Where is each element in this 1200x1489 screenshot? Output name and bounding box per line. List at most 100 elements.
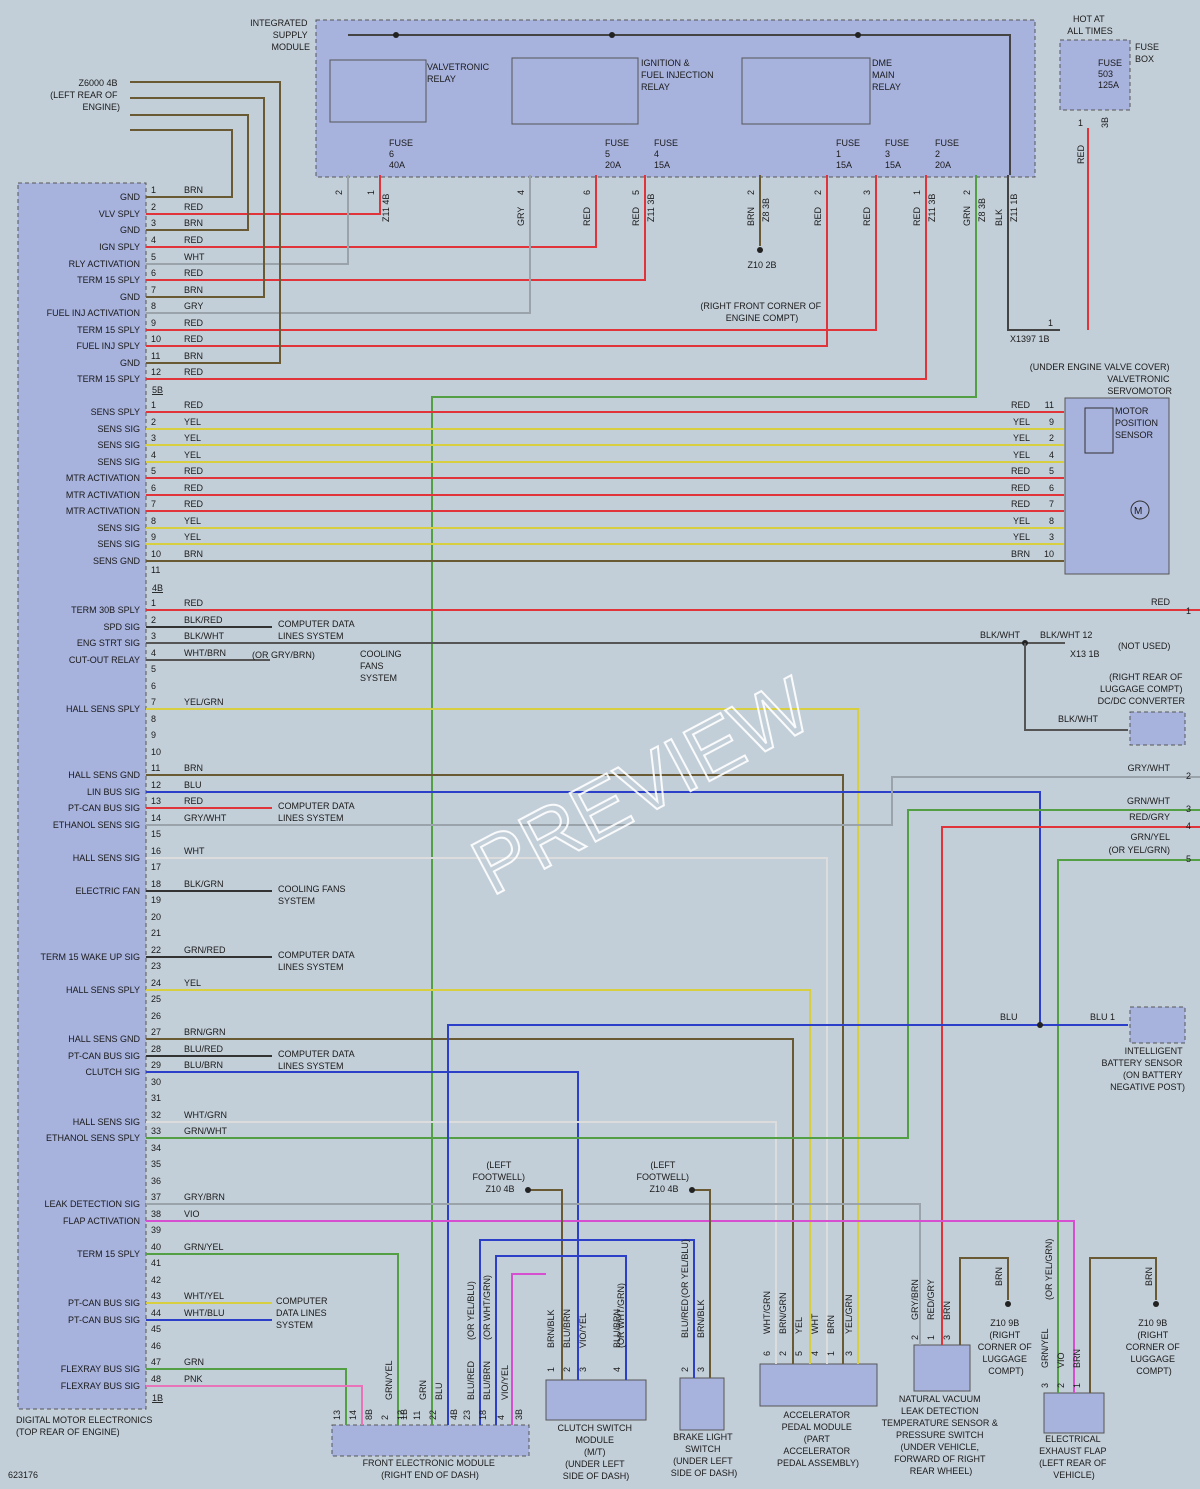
clutch-switch-box (545, 1379, 647, 1421)
pin-number: 11 (151, 763, 160, 773)
brake-wire-color: BLU/RED (680, 1298, 690, 1338)
brake-label: BRAKE LIGHT SWITCH (UNDER LEFT SIDE OF D… (671, 1432, 738, 1478)
brake-pin: 3 (696, 1367, 706, 1372)
ground-z10-9b (1153, 1301, 1159, 1307)
pin-number: 36 (151, 1176, 161, 1186)
cds-label: COMPUTER DATA (278, 950, 355, 960)
cds3-label: SYSTEM (276, 1320, 313, 1330)
gnd-wire (130, 114, 249, 231)
pin-number: 12 (151, 367, 161, 377)
gnd-wire (130, 129, 233, 198)
valvetronic-relay-label: VALVETRONIC RELAY (427, 62, 492, 84)
top-pin-number: 3 (862, 190, 872, 195)
top-pin-number: 4 (516, 190, 526, 195)
top-pin-number: 2 (813, 190, 823, 195)
fem-pin: 23 (462, 1410, 472, 1420)
battery-sensor-box (1129, 1006, 1186, 1044)
pin-function-label: SPD SIG (103, 622, 140, 632)
pin-function-label: GND (120, 225, 141, 235)
fem-label: FRONT ELECTRONIC MODULE (RIGHT END OF DA… (363, 1458, 498, 1480)
pin-function-label: FUEL INJ SPLY (76, 341, 140, 351)
pin-number: 10 (151, 747, 161, 757)
pin-number: 1 (151, 185, 156, 195)
pin-wire-color: GRN/WHT (184, 1126, 227, 1136)
pin-function-label: SENS GND (93, 556, 141, 566)
blkwht-label: BLK/WHT (980, 630, 1021, 640)
pin-function-label: CUT-OUT RELAY (69, 655, 140, 665)
top-pin-number: 1 (366, 190, 376, 195)
pin-number: 25 (151, 994, 161, 1004)
or-yel-grn-label: (OR YEL/GRN) (1109, 845, 1170, 855)
flap-ground-wire (1089, 1257, 1157, 1393)
pin-function-label: FLEXRAY BUS SIG (61, 1364, 140, 1374)
pin-wire-color: PNK (184, 1374, 203, 1384)
fuse-label: 20A (935, 160, 951, 170)
dme-relay-box (741, 57, 871, 125)
clutch-ground-wire (530, 1189, 563, 1380)
pin-number: 4 (151, 450, 156, 460)
pin-number: 42 (151, 1275, 161, 1285)
dme-module-box (17, 182, 147, 1410)
pin-number: 17 (151, 862, 161, 872)
blu-label: BLU (1000, 1012, 1018, 1022)
grn-wire (431, 175, 977, 1425)
watermark: PREVIEW (458, 660, 826, 912)
accel-pin: 5 (794, 1351, 804, 1356)
right-pin: 1 (1186, 606, 1191, 616)
pin-number: 6 (151, 681, 156, 691)
fem-pin: 12 (396, 1410, 406, 1420)
flap-wire-color: BRN (1072, 1349, 1082, 1368)
cfs2-label: COOLING FANS (278, 884, 346, 894)
top-wire-color: BRN (746, 207, 756, 226)
flap-or-label: (OR YEL/GRN) (1044, 1239, 1054, 1300)
pin-wire-color: YEL (184, 532, 201, 542)
fuse-label: 15A (885, 160, 901, 170)
lin-bus-wire (146, 791, 1041, 1025)
pin-wire-color: WHT/YEL (184, 1291, 224, 1301)
pin-number: 14 (151, 813, 161, 823)
z10-9b-left-label: Z10 9B (RIGHT CORNER OF LUGGAGE COMPT) (978, 1318, 1035, 1376)
z6000-label: Z6000 4B (LEFT REAR OF ENGINE) (50, 78, 120, 112)
pin-function-label: SENS SIG (97, 440, 140, 450)
pin-function-label: SENS SPLY (91, 407, 140, 417)
splice (1037, 1022, 1043, 1028)
fem-wire-color: GRN/YEL (384, 1360, 394, 1400)
fuse-box-label: FUSE BOX (1135, 42, 1162, 64)
flap-wire-color: GRN/YEL (1040, 1328, 1050, 1368)
pin-wire-color: BLU (184, 780, 202, 790)
pin-function-label: GND (120, 292, 141, 302)
pin-wire-color: GRY (184, 301, 203, 311)
pin-wire-color: YEL (184, 417, 201, 427)
fuse-label: 15A (654, 160, 670, 170)
bus-splice (393, 32, 399, 38)
pin-wire-color: RED (184, 235, 204, 245)
dcdc-converter-box (1129, 711, 1186, 746)
pin-function-label: TERM 15 WAKE UP SIG (40, 952, 140, 962)
pin-wire-color: BRN (184, 351, 203, 361)
flap-activation-wire (146, 1220, 1075, 1393)
pin-function-label: HALL SENS GND (68, 770, 140, 780)
accel-pin: 1 (826, 1351, 836, 1356)
pin-wire-color: VIO (184, 1209, 200, 1219)
fem-connector: 8B (364, 1409, 374, 1420)
cds-label: LINES SYSTEM (278, 962, 344, 972)
clutch-pin: 1 (546, 1367, 556, 1372)
top-connector-label: Z8 3B (977, 198, 987, 222)
pin-number: 3 (151, 218, 156, 228)
term15-wire (146, 175, 877, 331)
right-wire-color: GRN/WHT (1127, 796, 1170, 806)
servo-pin: 6 (1049, 483, 1054, 493)
pin-number: 20 (151, 912, 161, 922)
nvld-ground-wire (959, 1257, 1009, 1345)
x13-label: X13 1B (1070, 649, 1100, 659)
fem-pin: 13 (332, 1410, 342, 1420)
gnd-wire (130, 81, 281, 364)
pin-function-label: SENS SIG (97, 424, 140, 434)
nvld-wire-color: RED/GRY (926, 1279, 936, 1320)
pin-number: 6 (151, 268, 156, 278)
hall-sens-sig2-wire (146, 1121, 777, 1364)
cds-label: LINES SYSTEM (278, 631, 344, 641)
blk-wire (1007, 175, 1060, 331)
pin-number: 1 (151, 400, 156, 410)
servo-pin: 8 (1049, 516, 1054, 526)
